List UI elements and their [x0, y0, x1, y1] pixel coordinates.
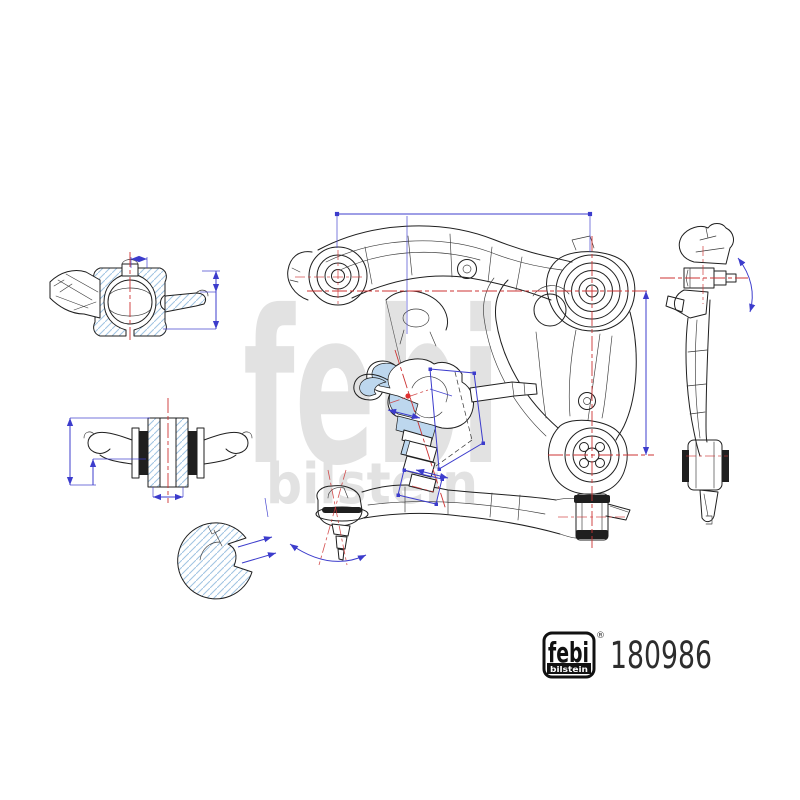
- cup-section-detail-drawing: [177, 522, 253, 600]
- bottom-profile-view-drawing: [315, 484, 631, 561]
- brand-logo: febi bilstein ®: [542, 631, 605, 679]
- side-elevation-view-drawing: [665, 223, 737, 525]
- registered-trademark-symbol: ®: [596, 631, 605, 641]
- logo-bilstein-text: bilstein: [550, 665, 588, 674]
- dimension-lines: [66, 211, 756, 564]
- ball-joint-section-detail-drawing: [49, 259, 209, 337]
- ball-joint-iso-detail-drawing: [353, 216, 538, 493]
- watermark-bilstein-text: bilstein: [266, 452, 478, 517]
- logo-bar: [547, 663, 591, 674]
- bushing-section-detail-drawing: [83, 417, 253, 488]
- detail-center-point: [405, 393, 411, 399]
- part-number: 180986: [610, 634, 712, 677]
- center-lines: [129, 236, 748, 566]
